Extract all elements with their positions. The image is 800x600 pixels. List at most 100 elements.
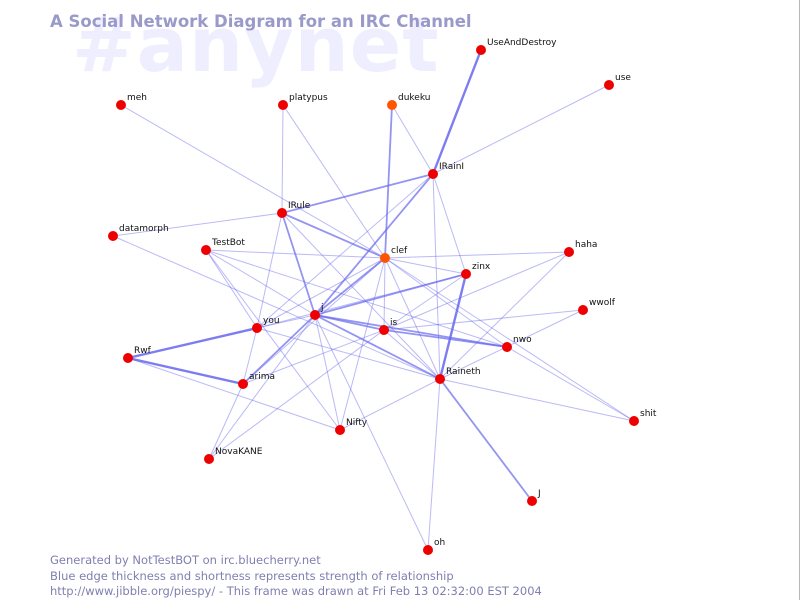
node-meh: meh: [116, 93, 147, 110]
edge-clef-Nifty: [339, 257, 386, 431]
edge-wwolf-Raineth: [439, 309, 584, 380]
edge-TestBot-clef: [205, 249, 386, 259]
node-dot: [502, 342, 512, 352]
edge-clef-you: [256, 257, 386, 329]
edge-j-nwo: [314, 314, 508, 348]
node-dot: [123, 353, 133, 363]
node-dot: [629, 416, 639, 426]
node-wwolf: wwolf: [578, 298, 616, 315]
edge-is-nwo: [383, 329, 508, 348]
edge-IRule-clef: [281, 212, 386, 259]
node-dot: [108, 231, 118, 241]
node-is: is: [379, 318, 398, 335]
node-label: j: [320, 303, 324, 313]
node-label: wwolf: [589, 298, 616, 308]
edge-haha-Raineth: [439, 251, 570, 380]
node-dot: [423, 545, 433, 555]
node-NovaKANE: NovaKANE: [204, 447, 263, 464]
edge-meh-clef: [120, 104, 386, 259]
edge-IRainI-IRule: [281, 173, 434, 214]
edge-IRainI-you: [256, 173, 434, 329]
node-arima: arima: [238, 372, 275, 389]
node-label: use: [615, 73, 631, 83]
node-Nifty: Nifty: [335, 418, 368, 435]
edge-is-Raineth: [383, 329, 441, 380]
node-clef: clef: [380, 246, 408, 263]
node-dot: [461, 269, 471, 279]
edge-j-arima: [242, 314, 316, 385]
edge-j-NovaKANE: [208, 314, 316, 460]
node-IRule: IRule: [277, 201, 311, 218]
node-label: arima: [249, 372, 275, 382]
edge-zinx-j: [314, 273, 467, 316]
node-label: meh: [127, 93, 147, 103]
edge-zinx-is: [383, 273, 467, 331]
edge-dukeku-clef: [384, 104, 393, 259]
edge-IRainI-j: [314, 173, 434, 316]
node-dot: [428, 169, 438, 179]
node-UseAndDestroy: UseAndDestroy: [476, 38, 557, 55]
edge-you-Raineth: [256, 327, 441, 380]
node-label: Nifty: [346, 418, 368, 428]
node-label: IRule: [288, 201, 311, 211]
node-dot: [238, 379, 248, 389]
edge-Raineth-J: [439, 378, 533, 502]
node-label: shit: [640, 409, 657, 419]
node-label: NovaKANE: [215, 447, 263, 457]
edge-TestBot-Nifty: [205, 249, 341, 431]
edge-you-arima: [242, 327, 258, 385]
edge-is-arima: [242, 329, 385, 385]
node-dot: [578, 305, 588, 315]
edge-TestBot-you: [205, 249, 258, 329]
edge-j-oh: [314, 314, 429, 551]
node-zinx: zinx: [461, 262, 491, 279]
edge-IRule-you: [256, 212, 283, 329]
node-label: datamorph: [119, 224, 169, 234]
node-label: oh: [434, 538, 445, 548]
node-label: dukeku: [398, 93, 430, 103]
edge-IRule-datamorph: [112, 212, 283, 237]
edge-layer: [112, 49, 635, 551]
edge-IRule-Raineth: [281, 212, 441, 380]
node-dot: [335, 425, 345, 435]
node-datamorph: datamorph: [108, 224, 169, 241]
node-dot: [604, 80, 614, 90]
node-dot: [564, 247, 574, 257]
node-dot: [116, 100, 126, 110]
node-label: UseAndDestroy: [487, 38, 557, 48]
node-use: use: [604, 73, 631, 90]
node-label: haha: [575, 240, 597, 250]
edge-UseAndDestroy-IRainI: [431, 49, 483, 175]
node-dot: [310, 310, 320, 320]
edge-platypus-IRule: [281, 104, 284, 214]
edge-zinx-Raineth: [438, 273, 468, 380]
edge-Raineth-oh: [427, 378, 441, 551]
edge-j-Nifty: [314, 314, 341, 431]
edge-dukeku-IRainI: [391, 104, 434, 175]
node-dot: [277, 208, 287, 218]
edge-use-IRainI: [432, 84, 610, 175]
edge-wwolf-is: [383, 309, 584, 331]
edge-Rwf-you: [127, 326, 258, 360]
diagram-title: A Social Network Diagram for an IRC Chan…: [50, 12, 472, 31]
node-label: J: [537, 489, 541, 499]
node-dot: [527, 496, 537, 506]
node-dot: [387, 100, 397, 110]
edge-IRainI-zinx: [432, 173, 467, 275]
edge-TestBot-j: [205, 249, 316, 316]
node-label: platypus: [289, 93, 328, 103]
edge-is-NovaKANE: [208, 329, 385, 460]
node-label: you: [263, 316, 280, 326]
node-dot: [476, 45, 486, 55]
footer-generator: Generated by NotTestBOT on irc.bluecherr…: [50, 553, 321, 567]
node-haha: haha: [564, 240, 597, 257]
channel-watermark: #anynet: [72, 0, 440, 89]
edge-IRule-j: [281, 212, 316, 316]
node-you: you: [252, 316, 280, 333]
node-shit: shit: [629, 409, 657, 426]
node-oh: oh: [423, 538, 445, 555]
node-nwo: nwo: [502, 335, 532, 352]
footer-legend: Blue edge thickness and shortness repres…: [50, 569, 454, 583]
